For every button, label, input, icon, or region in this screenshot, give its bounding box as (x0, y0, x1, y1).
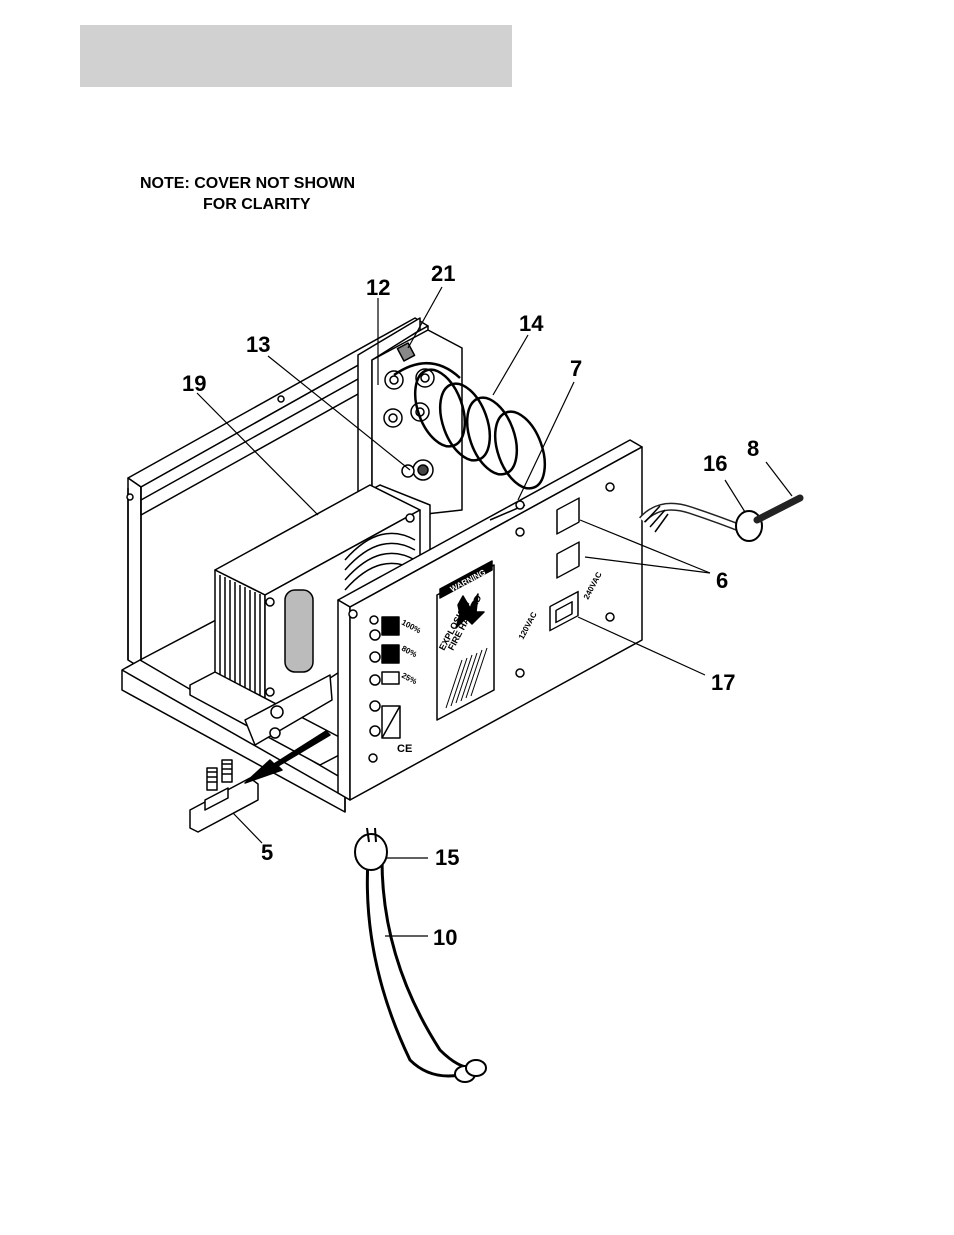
callout-21: 21 (431, 263, 455, 285)
ce-mark: CE (397, 743, 412, 755)
callout-12: 12 (366, 277, 390, 299)
ac-power-cord (642, 498, 800, 541)
callout-16: 16 (703, 453, 727, 475)
callout-19: 19 (182, 373, 206, 395)
output-cables (355, 828, 486, 1082)
callout-7: 7 (570, 358, 582, 380)
callout-13: 13 (246, 334, 270, 356)
terminal-block (190, 760, 258, 832)
callout-17: 17 (711, 672, 735, 694)
callout-15: 15 (435, 847, 459, 869)
callout-8: 8 (747, 438, 759, 460)
callout-6: 6 (716, 570, 728, 592)
callout-5: 5 (261, 842, 273, 864)
callout-10: 10 (433, 927, 457, 949)
callout-14: 14 (519, 313, 543, 335)
